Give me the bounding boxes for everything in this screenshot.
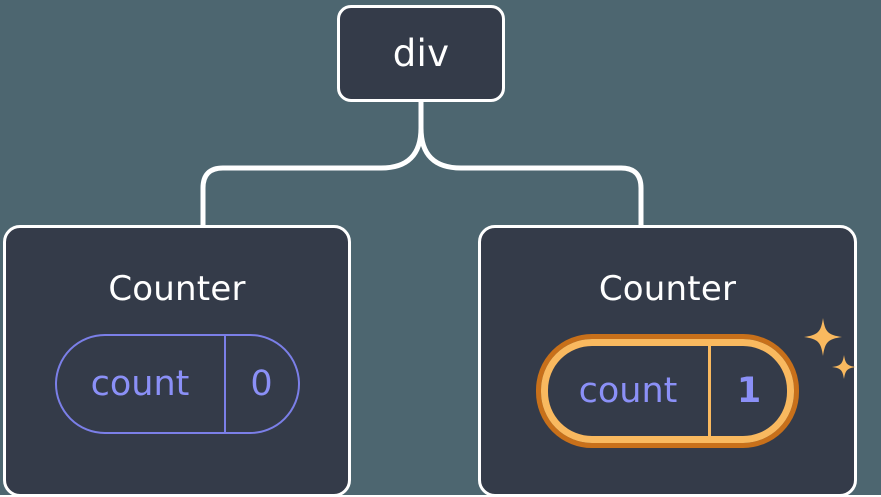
node-div-label: div — [392, 32, 450, 75]
node-counter-left-label: Counter — [108, 269, 246, 309]
node-counter-right[interactable]: Counter count 1 — [478, 225, 857, 497]
sparkle-small-icon — [832, 355, 856, 379]
node-div[interactable]: div — [337, 5, 505, 102]
state-pill-left-wrapper: count 0 — [54, 334, 300, 434]
node-counter-right-label: Counter — [598, 269, 737, 309]
state-pill-left[interactable]: count 0 — [54, 334, 300, 434]
node-counter-left[interactable]: Counter count 0 — [3, 225, 351, 497]
state-pill-right-wrapper: count 1 — [536, 318, 856, 448]
state-value-left: 0 — [223, 336, 298, 432]
state-value-right: 1 — [708, 346, 787, 436]
sparkle-large-icon — [804, 318, 842, 356]
state-key-right: count — [578, 370, 678, 411]
state-key-left: count — [90, 363, 190, 404]
state-pill-right-highlight-ring: count 1 — [536, 334, 799, 448]
state-pill-right[interactable]: count 1 — [541, 339, 794, 443]
sparkle-group — [804, 318, 856, 379]
